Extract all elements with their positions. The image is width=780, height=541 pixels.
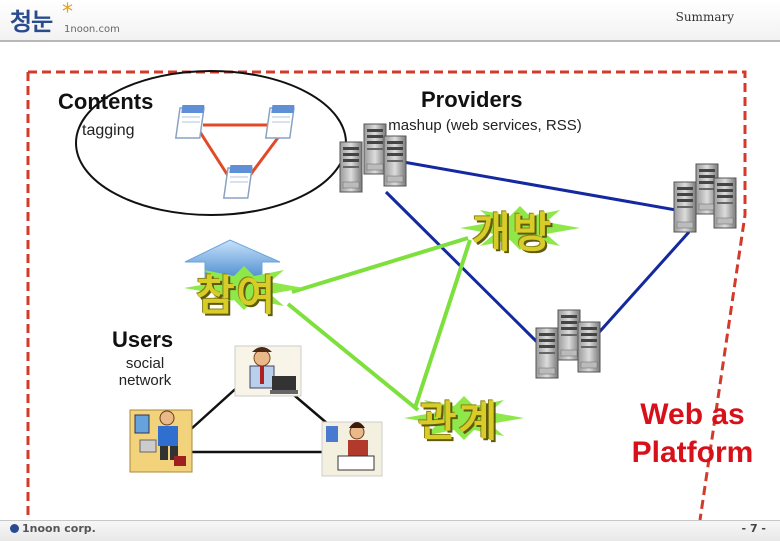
page-number: - 7 - bbox=[741, 522, 766, 535]
footer-logo-icon bbox=[10, 524, 19, 533]
document-icon bbox=[175, 104, 206, 139]
tagline: Web as Platform bbox=[631, 398, 754, 469]
footer-company: 1noon corp. bbox=[22, 522, 96, 535]
section-title: Summary bbox=[675, 10, 734, 24]
logo: 청눈 bbox=[10, 8, 53, 36]
person-computer-icon bbox=[234, 345, 302, 397]
providers-title: Providers bbox=[421, 87, 523, 112]
users-title: Users bbox=[112, 327, 174, 352]
label-participation: 참여 bbox=[196, 271, 278, 320]
providers-subtitle: mashup (web services, RSS) bbox=[388, 117, 582, 134]
footer-bar bbox=[0, 520, 780, 541]
person-computer-icon bbox=[321, 421, 383, 477]
document-icon bbox=[265, 104, 296, 139]
document-icon bbox=[223, 164, 254, 199]
label-open: 개방 bbox=[472, 208, 554, 257]
logo-subtext: 1noon.com bbox=[64, 24, 120, 35]
dashed-frame bbox=[26, 70, 747, 521]
person-computer-icon bbox=[129, 409, 193, 473]
contents-title: Contents bbox=[58, 89, 154, 114]
logo-star-icon: * bbox=[62, 0, 73, 25]
users-subtitle: social network bbox=[118, 355, 172, 389]
server-icon bbox=[535, 309, 601, 379]
green-links bbox=[286, 236, 472, 412]
contents-subtitle: tagging bbox=[82, 122, 135, 139]
label-relation: 관계 bbox=[418, 397, 500, 446]
server-icon bbox=[673, 163, 737, 233]
footer-logo: 1noon corp. bbox=[10, 522, 96, 535]
header-bar bbox=[0, 0, 780, 42]
up-arrow-icon bbox=[184, 239, 281, 279]
